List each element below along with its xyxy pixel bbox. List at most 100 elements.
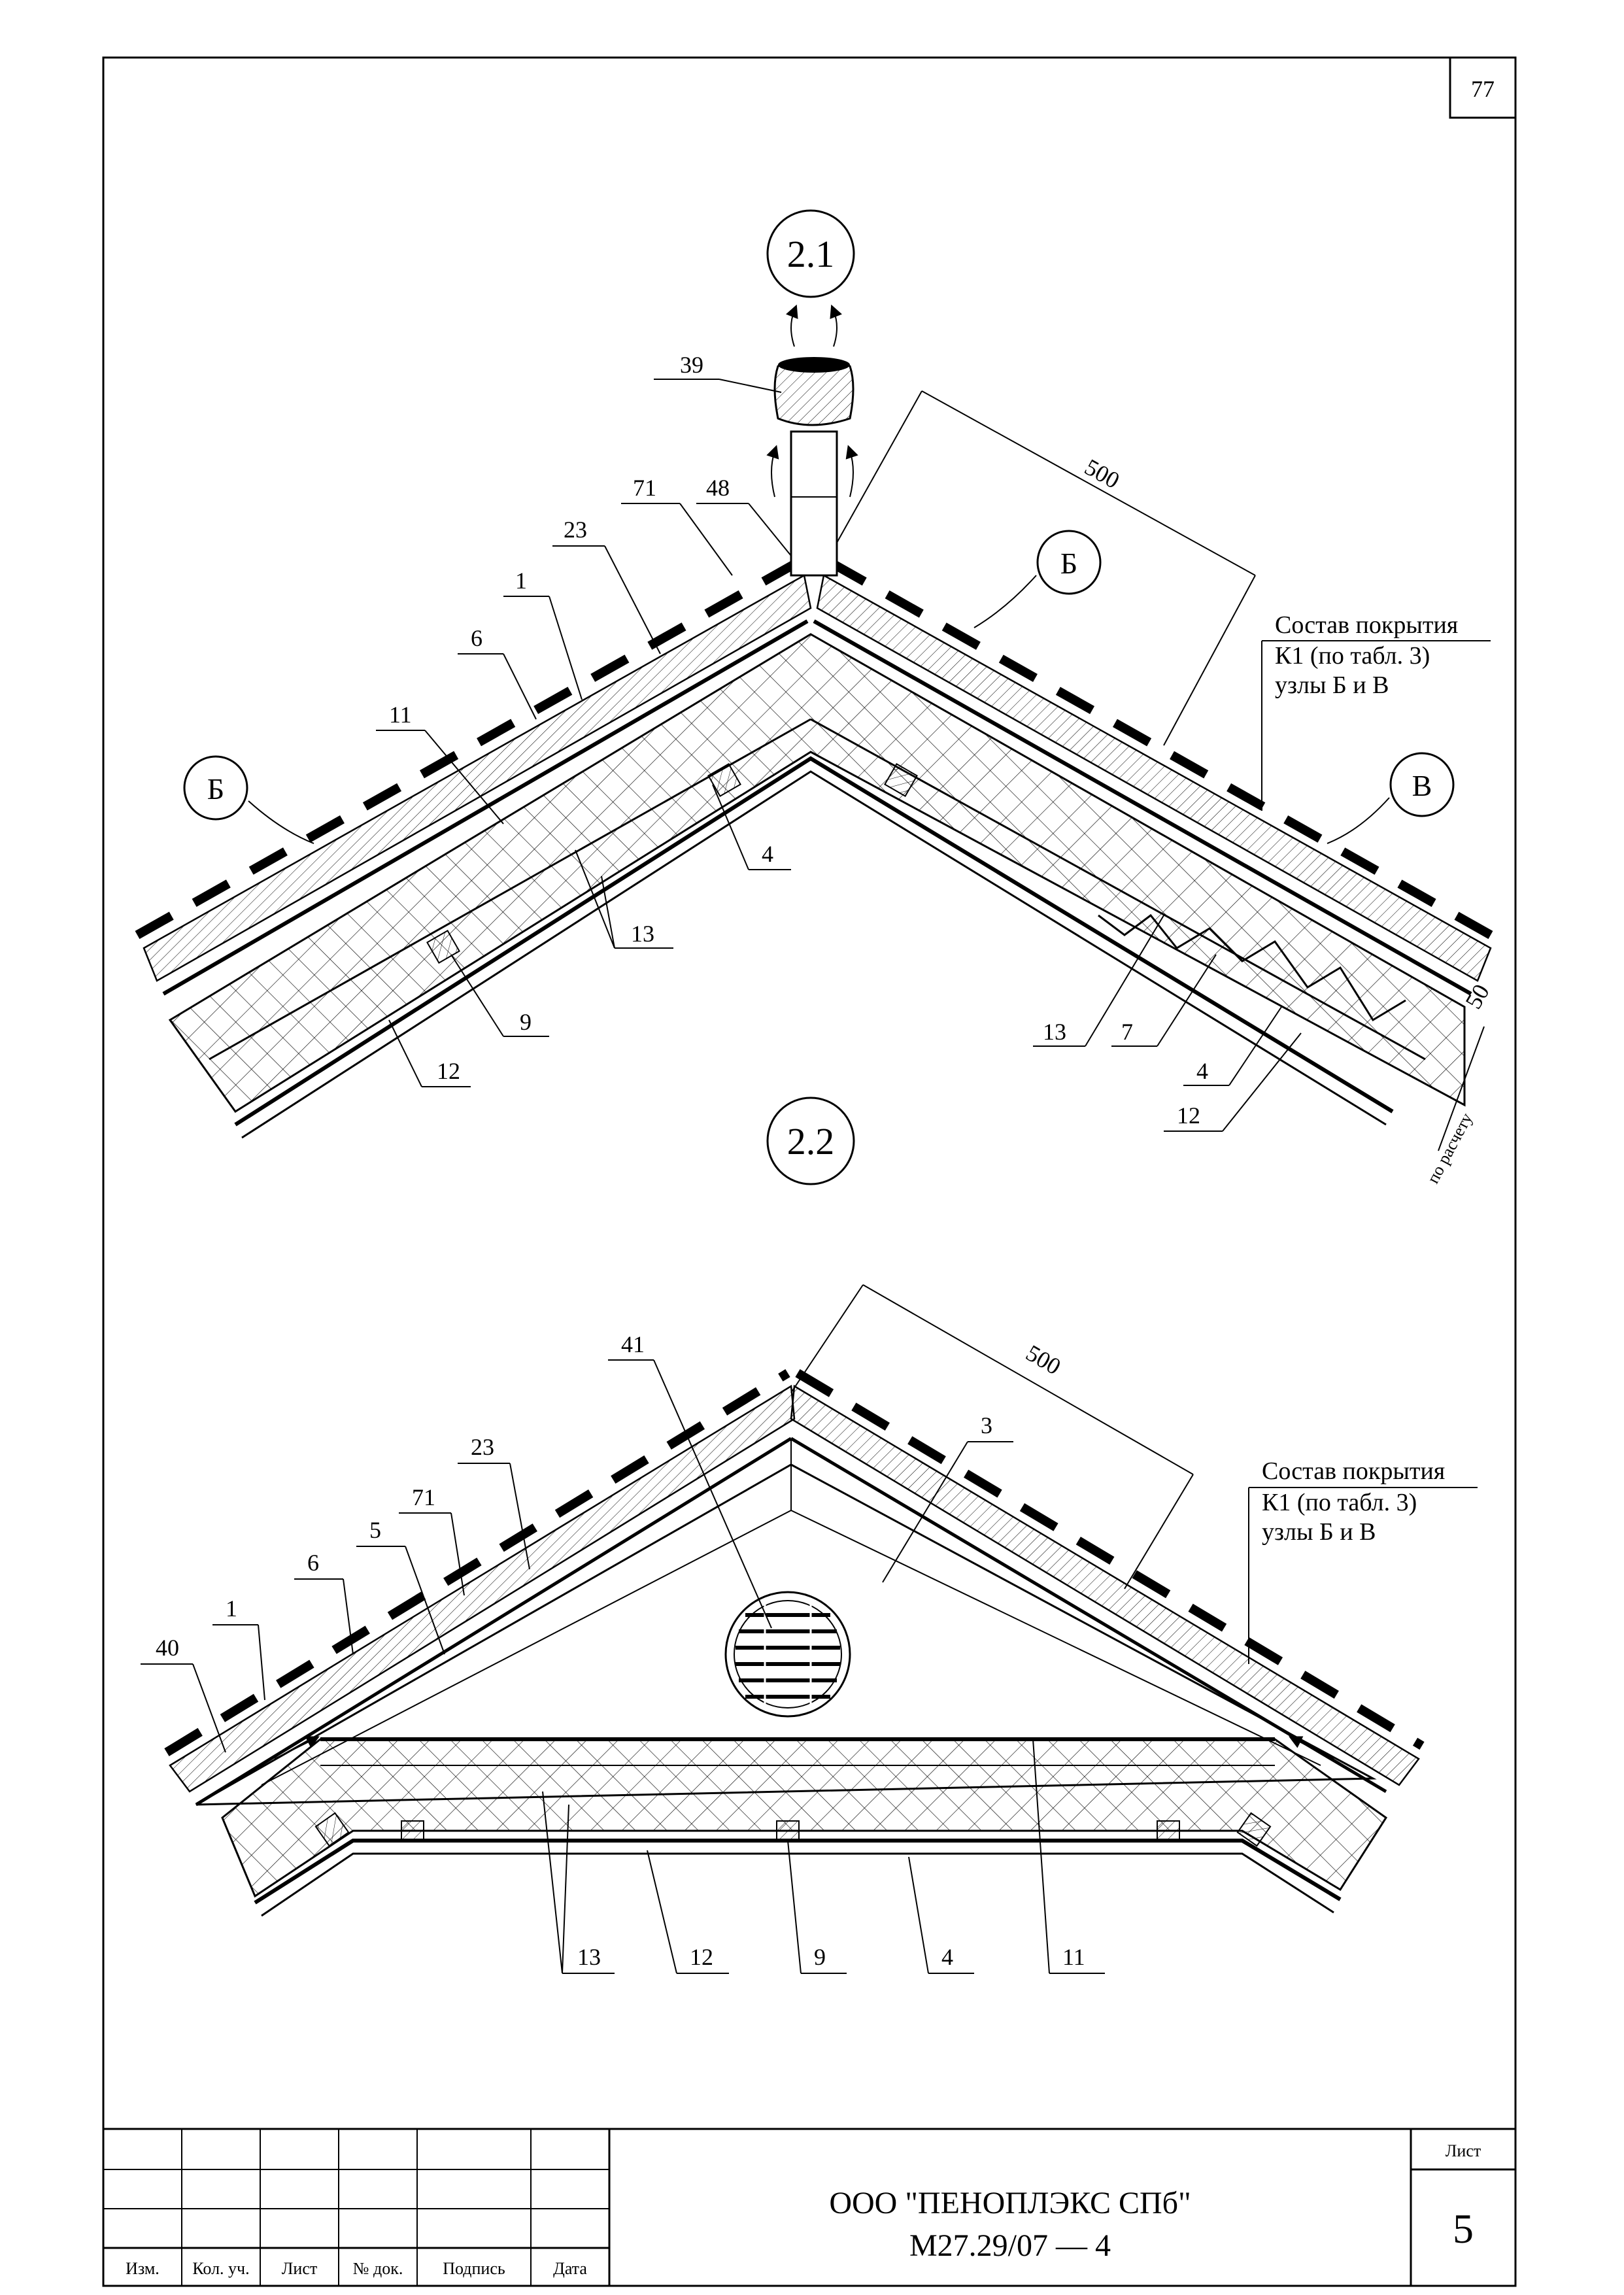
leader — [509, 1463, 530, 1570]
part-label: 4 — [1196, 1058, 1208, 1084]
note-line: узлы Б и В — [1262, 1518, 1376, 1546]
part-label: 23 — [564, 517, 587, 543]
callout-leader — [248, 800, 314, 844]
membrane-left — [195, 1436, 792, 1807]
tb-company: ООО "ПЕНОПЛЭКС СПб" — [829, 2186, 1191, 2220]
part-label: 1 — [515, 568, 527, 594]
callout-label: Б — [207, 772, 224, 806]
leader — [258, 1624, 265, 1701]
callout-bubble — [1389, 752, 1455, 817]
part-label: 13 — [631, 921, 654, 947]
tb-header: Дата — [553, 2259, 587, 2278]
section-bubble — [766, 209, 855, 298]
leader — [388, 1019, 422, 1087]
leader — [562, 1804, 569, 1974]
callout-label: Б — [1060, 547, 1077, 580]
dimension-calc-line — [1438, 1026, 1485, 1151]
leader — [653, 1359, 772, 1629]
wood-block — [1236, 1812, 1272, 1847]
leader — [343, 1578, 354, 1655]
airflow-arrow — [274, 1736, 320, 1760]
leader — [424, 730, 504, 824]
leader — [1157, 954, 1217, 1047]
leader — [604, 545, 661, 654]
leader — [748, 503, 792, 556]
callout-leader — [1327, 797, 1390, 844]
leader — [549, 596, 583, 700]
airflow-arrow — [830, 304, 842, 347]
part-label: 41 — [621, 1331, 645, 1357]
part-label: 1 — [226, 1595, 237, 1622]
dimension-value: 500 — [1022, 1340, 1066, 1380]
tb-header: Лист — [282, 2259, 317, 2278]
vent-pipe — [790, 430, 838, 577]
part-label: 9 — [814, 1944, 826, 1970]
dimension-ext — [1163, 575, 1256, 746]
roof-board-left — [143, 574, 812, 982]
part-label: 11 — [1062, 1944, 1085, 1970]
leader — [647, 1850, 677, 1974]
leader — [719, 379, 782, 393]
note-line: К1 (по табл. 3) — [1262, 1489, 1417, 1516]
callout-leader — [973, 575, 1037, 628]
part-label: 48 — [706, 475, 730, 501]
airflow-arrow — [786, 304, 798, 347]
note-line: Состав покрытия — [1262, 1457, 1445, 1485]
part-label: 71 — [412, 1484, 435, 1510]
part-label: 12 — [1177, 1102, 1200, 1129]
section-2-2: 2.2 — [141, 1096, 1478, 1974]
roof-board-right — [790, 1384, 1420, 1786]
vapor-barrier — [234, 756, 1394, 1127]
leader — [908, 1856, 929, 1974]
leader — [1222, 1032, 1302, 1132]
note-line: узлы Б и В — [1275, 672, 1389, 699]
roofing-shingles-left — [164, 1369, 790, 1756]
part-label: 40 — [156, 1635, 179, 1661]
wood-block — [1157, 1820, 1180, 1841]
airflow-arrow — [1289, 1736, 1334, 1760]
leader — [542, 1791, 563, 1974]
insulation-layer — [221, 1738, 1388, 1898]
tb-header: Изм. — [126, 2259, 160, 2278]
leader — [601, 876, 615, 949]
part-label: 4 — [762, 841, 773, 867]
dimension-ext — [1124, 1474, 1194, 1590]
membrane-left — [162, 619, 809, 996]
vent-grille — [724, 1591, 851, 1718]
part-label: 11 — [389, 702, 412, 728]
tb-sheet-label: Лист — [1446, 2141, 1481, 2160]
leader — [1032, 1739, 1050, 1974]
membrane-right — [790, 1436, 1387, 1794]
leader — [1085, 915, 1164, 1047]
tb-header: Кол. уч. — [192, 2259, 249, 2278]
leader — [450, 954, 504, 1037]
roofing-shingles-right — [795, 1368, 1425, 1750]
note-line: Состав покрытия — [1275, 611, 1458, 639]
section-2-1: 2.1 500 50 п — [135, 209, 1495, 1187]
leader — [712, 784, 749, 870]
vent-cap-top — [778, 357, 850, 373]
leader — [1228, 1006, 1282, 1086]
title-block: Изм. Кол. уч. Лист № док. Подпись Дата О… — [102, 2128, 1517, 2287]
part-label: 12 — [690, 1944, 713, 1970]
leader — [679, 503, 733, 576]
part-label: 7 — [1121, 1019, 1133, 1045]
callout-bubble — [1036, 530, 1102, 595]
section-id: 2.1 — [787, 233, 835, 275]
part-label: 3 — [981, 1412, 992, 1438]
wood-block — [776, 1820, 800, 1841]
leader — [882, 1441, 968, 1583]
tb-doc-code: М27.29/07 — 4 — [909, 2228, 1111, 2263]
part-label: 23 — [471, 1434, 494, 1460]
wood-block — [884, 763, 918, 797]
airflow-arrow — [766, 445, 779, 498]
section-bubble — [766, 1096, 855, 1185]
leader — [575, 849, 615, 949]
tb-sheet-number: 5 — [1453, 2205, 1474, 2252]
tb-header: Подпись — [443, 2259, 505, 2278]
dimension-ext — [836, 390, 922, 543]
tb-header: № док. — [353, 2259, 403, 2278]
part-label: 6 — [307, 1550, 319, 1576]
part-label: 39 — [680, 352, 703, 378]
